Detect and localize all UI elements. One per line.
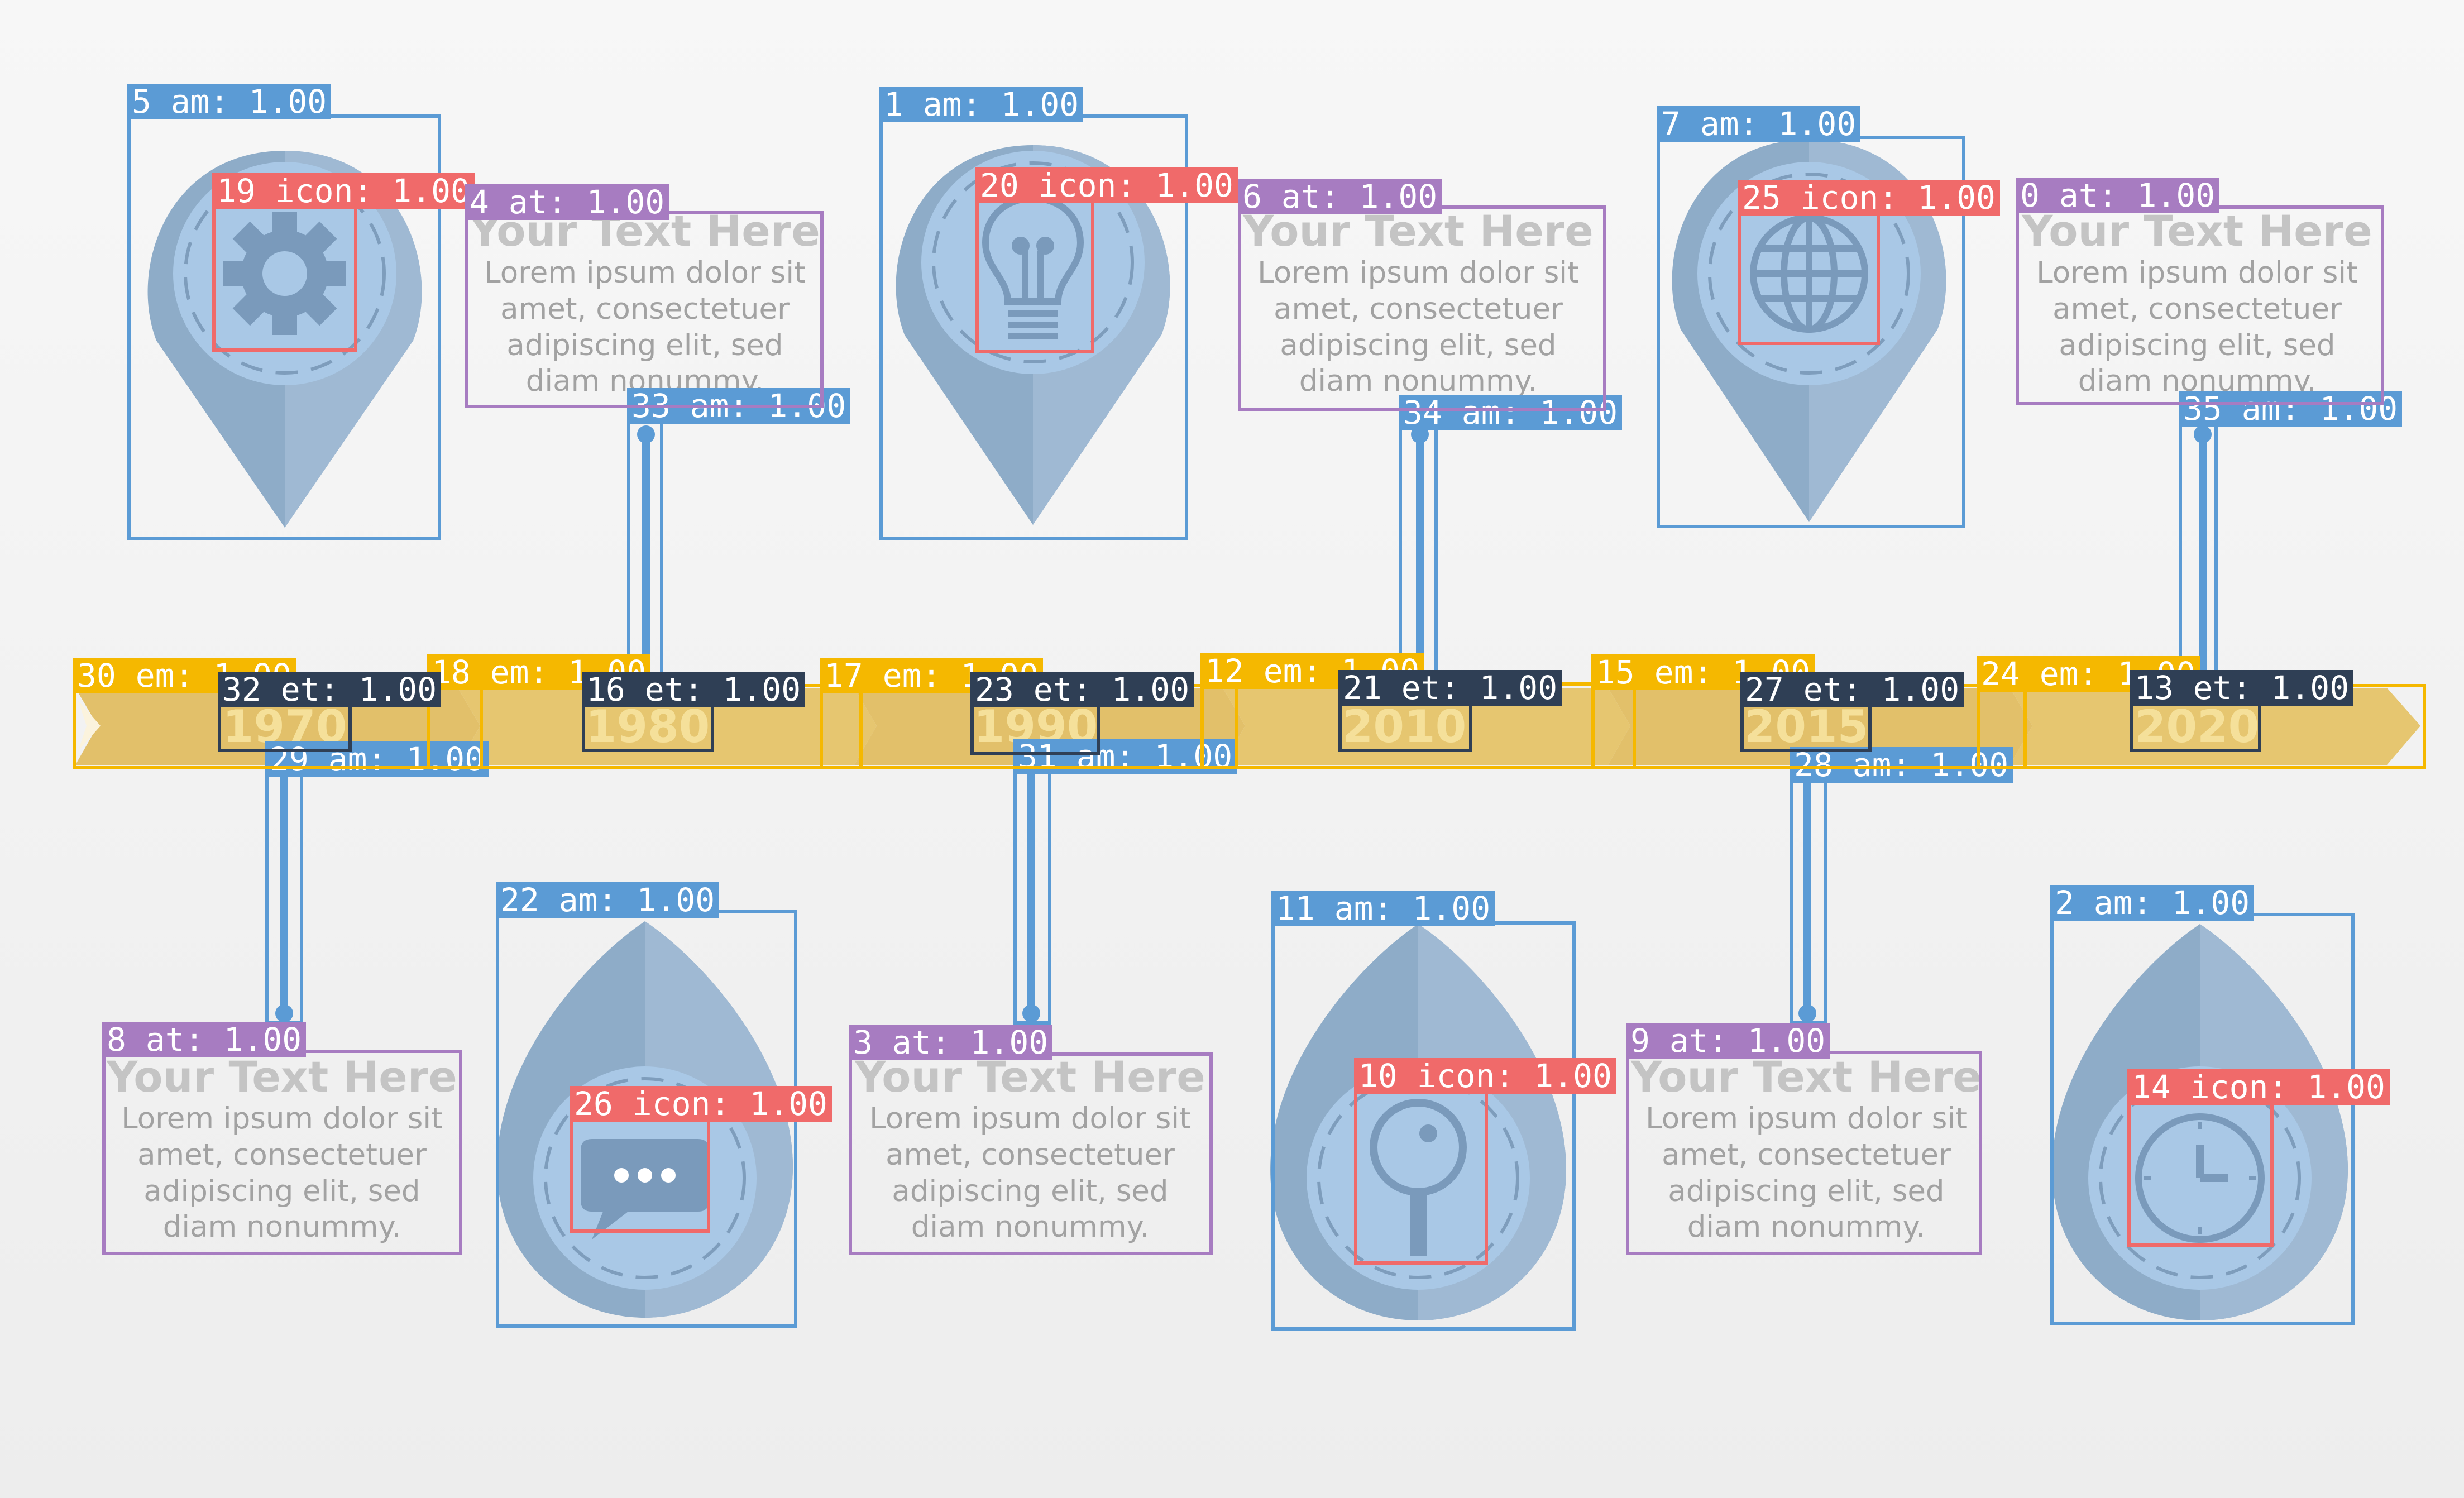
annotation-label: 11 am: 1.00 [1271, 891, 1495, 926]
annotation-label: 35 am: 1.00 [2179, 391, 2403, 427]
annotation-label: 23 et: 1.00 [970, 672, 1194, 707]
chat-bubble-icon [581, 1139, 709, 1239]
connector-dot [2194, 425, 2212, 443]
annotation-box [465, 211, 824, 408]
connector-stem [1027, 759, 1035, 1016]
annotation-box [975, 197, 1094, 353]
connector-stem [642, 430, 650, 687]
annotation-box [970, 701, 1100, 755]
annotation-label: 5 am: 1.00 [127, 84, 332, 119]
annotation-label: 2 am: 1.00 [2050, 885, 2255, 921]
annotation-label: 21 et: 1.00 [1338, 670, 1562, 706]
annotation-label: 16 et: 1.00 [582, 672, 806, 707]
text-block-title: Your Text Here [1631, 1052, 1982, 1102]
text-block-title: Your Text Here [2022, 207, 2372, 256]
connector-dot [1022, 1004, 1040, 1022]
annotation-label: 14 icon: 1.00 [2127, 1069, 2390, 1105]
annotation-label: 4 at: 1.00 [465, 184, 669, 220]
annotation-box [570, 1111, 710, 1233]
text-block-body: Lorem ipsum dolor sit amet, consectetuer… [484, 256, 806, 399]
text-block-body: Lorem ipsum dolor sit amet, consectetuer… [1645, 1102, 1967, 1245]
text-block: Your Text Here Lorem ipsum dolor sit ame… [1630, 1052, 1982, 1253]
annotation-box [1790, 770, 1827, 1025]
annotation-label: 0 at: 1.00 [2016, 178, 2220, 213]
annotation-label: 3 at: 1.00 [849, 1025, 1053, 1060]
drop-magnifier [1270, 924, 1566, 1320]
annotation-label: 26 icon: 1.00 [570, 1086, 832, 1122]
annotation-label: 6 at: 1.00 [1238, 179, 1442, 214]
gear-icon [223, 212, 346, 335]
annotation-label: 25 icon: 1.00 [1738, 180, 2000, 216]
text-block-body: Lorem ipsum dolor sit amet, consectetuer… [869, 1102, 1191, 1245]
annotation-box [2127, 1097, 2274, 1247]
annotation-box [1238, 205, 1606, 411]
annotation-label: 32 et: 1.00 [218, 672, 442, 707]
annotation-label: 1 am: 1.00 [879, 87, 1084, 122]
annotation-label: 20 icon: 1.00 [975, 167, 1238, 203]
annotation-box [265, 761, 303, 1025]
magnifier-icon [1370, 1099, 1467, 1256]
connector-stem [280, 759, 288, 1016]
year-label: 2010 [1342, 701, 1467, 753]
annotation-box [1013, 758, 1051, 1025]
connector-stem [2199, 430, 2207, 687]
annotation-label: 10 icon: 1.00 [1354, 1058, 1616, 1094]
clock-icon [2135, 1113, 2265, 1243]
annotation-label: 27 et: 1.00 [1740, 672, 1964, 707]
text-block-body: Lorem ipsum dolor sit amet, consectetuer… [1257, 256, 1579, 399]
text-block-body: Lorem ipsum dolor sit amet, consectetuer… [2036, 256, 2358, 399]
connector-stem [1416, 430, 1424, 687]
annotation-box [1626, 1051, 1982, 1255]
annotation-label: 7 am: 1.00 [1657, 106, 1861, 142]
text-block: Your Text Here Lorem ipsum dolor sit ame… [1242, 207, 1594, 408]
annotation-box [1738, 205, 1880, 345]
text-block: Your Text Here Lorem ipsum dolor sit ame… [854, 1052, 1206, 1253]
annotation-box [212, 198, 357, 352]
connector-dot [275, 1004, 293, 1022]
text-block: Your Text Here Lorem ipsum dolor sit ame… [106, 1052, 458, 1253]
annotation-box [2016, 205, 2384, 405]
annotation-label: 19 icon: 1.00 [212, 173, 475, 209]
annotation-label: 9 at: 1.00 [1626, 1023, 1830, 1059]
annotation-label: 22 am: 1.00 [496, 882, 720, 918]
connector-dot [637, 425, 655, 443]
annotation-label: 28 am: 1.00 [1790, 747, 2013, 783]
annotation-label: 8 at: 1.00 [102, 1022, 307, 1057]
text-block-title: Your Text Here [855, 1052, 1205, 1102]
annotation-box [849, 1052, 1213, 1255]
connector-dot [1798, 1004, 1816, 1022]
annotation-label: 34 am: 1.00 [1399, 395, 1623, 430]
text-block: Your Text Here Lorem ipsum dolor sit ame… [2021, 207, 2373, 408]
arrow-segment [1223, 688, 1630, 765]
text-block-title: Your Text Here [107, 1052, 457, 1102]
text-block-title: Your Text Here [1243, 207, 1594, 256]
annotation-box [1354, 1086, 1488, 1265]
globe-icon [1750, 214, 1868, 333]
year-label: 2015 [1744, 701, 1869, 753]
text-block-body: Lorem ipsum dolor sit amet, consectetuer… [121, 1102, 443, 1245]
year-label: 1980 [585, 701, 710, 753]
year-label: 2020 [2135, 701, 2260, 753]
annotation-label: 13 et: 1.00 [2130, 670, 2354, 706]
annotation-box [102, 1050, 462, 1255]
arrow-notch [78, 701, 101, 751]
annotation-label: 29 am: 1.00 [265, 741, 489, 777]
connector-stem [1803, 759, 1811, 1016]
arrow-segment [2010, 688, 2420, 765]
